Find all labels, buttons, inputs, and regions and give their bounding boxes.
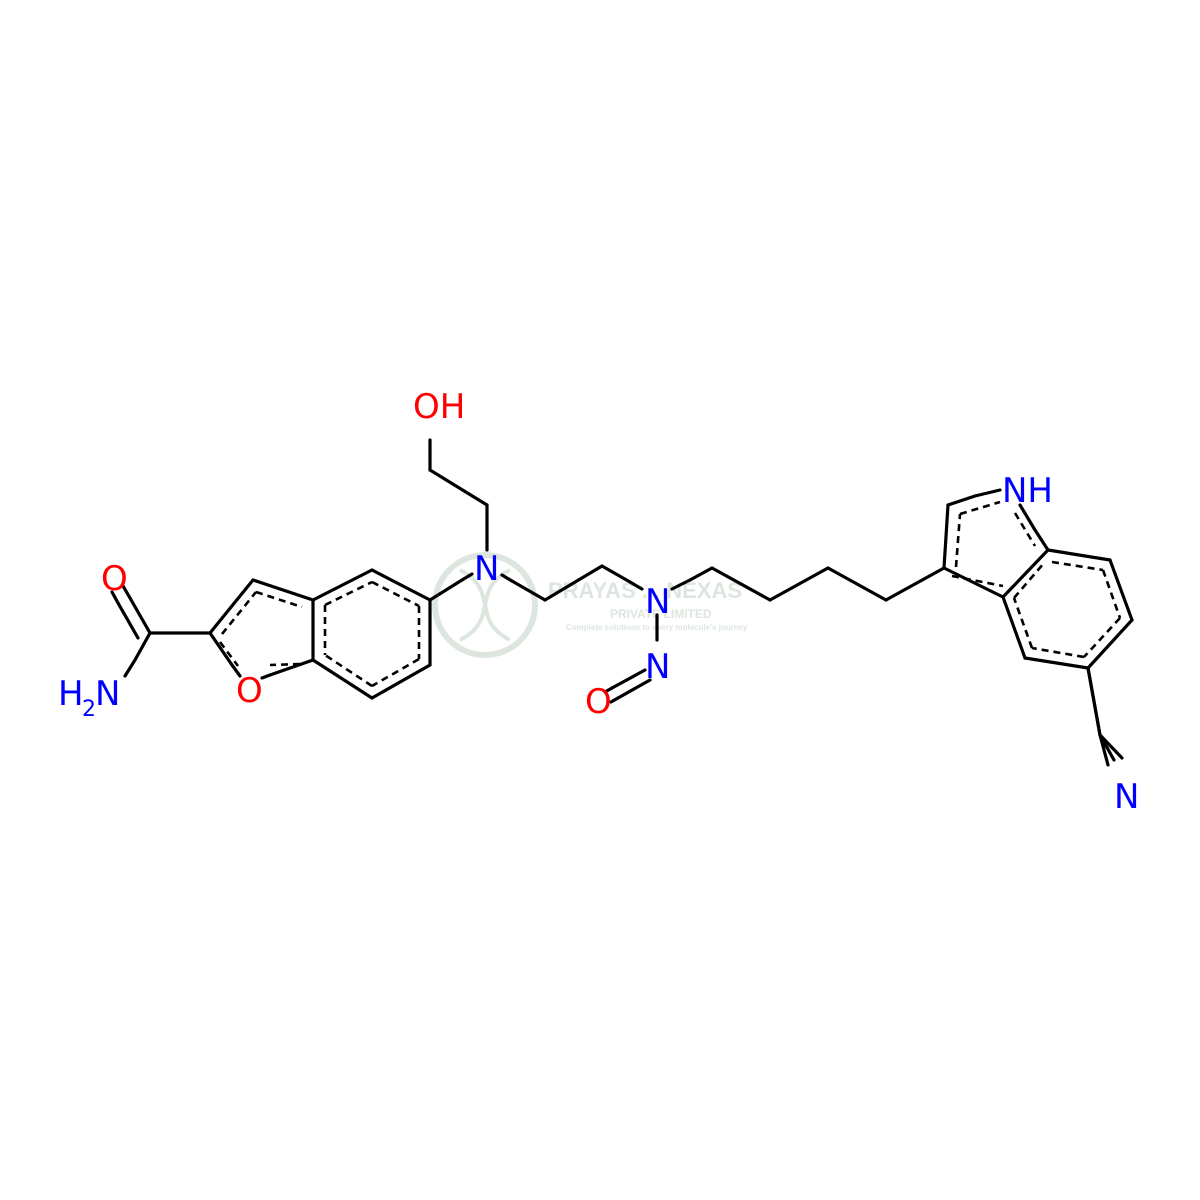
atom-n-nitrile: N: [1114, 777, 1139, 817]
atom-n-nitroso-amine: N: [645, 582, 670, 622]
benzofuran-ring: [208, 568, 432, 700]
watermark-dna-icon: [459, 568, 511, 642]
hydroxyethyl-amine: [428, 438, 547, 602]
atom-n-nitroso: N: [645, 647, 670, 687]
watermark-logo-icon: [432, 552, 538, 658]
watermark-name: PRAYAS ... NEXAS: [548, 578, 742, 603]
nitrile-group: [1086, 666, 1124, 767]
nitroso-group: [603, 613, 659, 704]
atom-h-amide: H: [58, 674, 84, 714]
atom-h-amide-subscript: 2: [82, 697, 96, 722]
carboxamide-group: [110, 584, 212, 678]
atom-o-nitroso: O: [585, 682, 612, 722]
atom-n-amide: N: [95, 674, 120, 714]
watermark-subtitle: PRIVATE LIMITED: [610, 607, 712, 621]
indole-ring: [942, 488, 1134, 670]
atom-n-amine: N: [474, 549, 499, 589]
butyl-chain: [670, 566, 946, 602]
atom-o-hydroxyl: OH: [413, 387, 465, 427]
ethyl-linker: [543, 564, 644, 602]
atom-n-indole: NH: [1002, 471, 1053, 511]
atom-o-carbonyl: O: [101, 559, 128, 599]
atom-o-furan: O: [236, 671, 263, 711]
